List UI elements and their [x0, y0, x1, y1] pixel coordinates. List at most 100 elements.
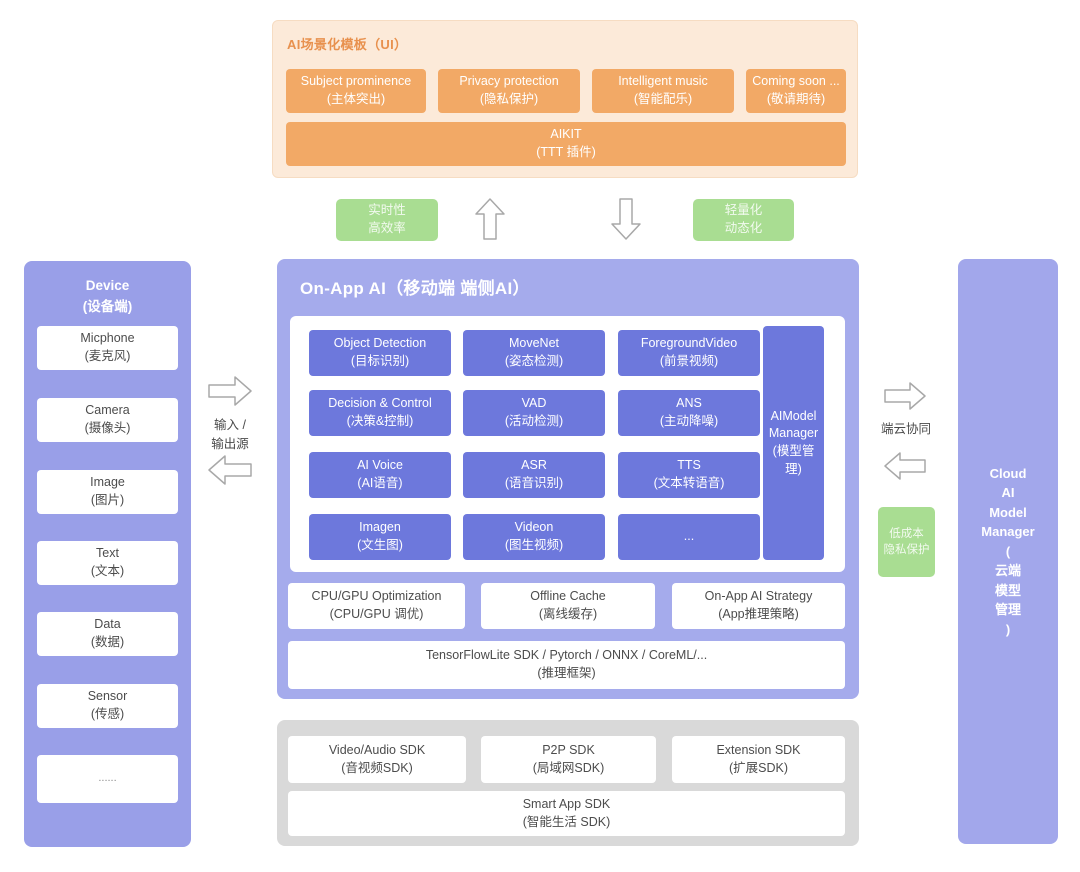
feature-sublabel: (活动检测) — [504, 414, 564, 428]
device-item-sublabel: (文本) — [90, 564, 125, 578]
ai-template-title: AI场景化模板（UI） — [287, 37, 408, 52]
video-audio-sdk: Video/Audio SDK (音视频SDK) — [288, 736, 466, 783]
device-item-sublabel: (麦克风) — [84, 349, 131, 363]
template-coming-soon: Coming soon ... (敬请期待) — [746, 69, 846, 113]
infra-sublabel: (离线缓存) — [538, 607, 598, 621]
device-item-sublabel: (数据) — [90, 635, 125, 649]
device-more: ...... — [37, 755, 178, 803]
feature-label: Videon — [514, 520, 554, 535]
feature-label: ... — [683, 529, 695, 544]
template-sublabel: (主体突出) — [326, 92, 386, 106]
smart-app-sdk: Smart App SDK (智能生活 SDK) — [288, 791, 845, 836]
device-camera: Camera (摄像头) — [37, 398, 178, 442]
feature-object-detection: Object Detection (目标识别) — [309, 330, 451, 376]
onapp-panel-title: On-App AI（移动端 端侧AI） — [300, 279, 530, 298]
feature-tts: TTS (文本转语音) — [618, 452, 760, 498]
arrow-right-icon — [208, 376, 252, 406]
feature-label: MoveNet — [508, 336, 560, 351]
realtime-tag: 实时性 高效率 — [336, 199, 438, 241]
lightweight-tag-label: 轻量化 动态化 — [724, 203, 763, 235]
feature-label: ANS — [676, 396, 702, 411]
feature-sublabel: (姿态检测) — [504, 354, 564, 368]
feature-movenet: MoveNet (姿态检测) — [463, 330, 605, 376]
feature-label: Object Detection — [333, 336, 427, 351]
template-label: Subject prominence — [300, 74, 412, 89]
feature-label: Decision & Control — [328, 396, 432, 411]
infra-sublabel: (App推理策略) — [718, 607, 799, 621]
template-intelligent-music: Intelligent music (智能配乐) — [592, 69, 734, 113]
feature-decision-control: Decision & Control (决策&控制) — [309, 390, 451, 436]
feature-label: TTS — [677, 458, 701, 473]
feature-sublabel: (文本转语音) — [653, 476, 725, 490]
device-item-sublabel: (传感) — [90, 707, 125, 721]
feature-sublabel: (语音识别) — [504, 476, 564, 490]
feature-label: Imagen — [359, 520, 401, 535]
arrow-right-icon — [884, 382, 926, 410]
infra-label: On-App AI Strategy — [704, 589, 813, 604]
device-item-label: Text — [96, 546, 119, 561]
arrow-up-icon — [475, 198, 505, 240]
feature-asr: ASR (语音识别) — [463, 452, 605, 498]
template-label: Privacy protection — [459, 74, 559, 89]
aikit-label: AIKIT — [550, 127, 582, 142]
sdk-panel: Video/Audio SDK (音视频SDK) P2P SDK (局域网SDK… — [277, 720, 859, 846]
arrow-down-icon — [611, 198, 641, 240]
feature-ai-voice: AI Voice (AI语音) — [309, 452, 451, 498]
offline-cache: Offline Cache (离线缓存) — [481, 583, 655, 629]
feature-imagen: Imagen (文生图) — [309, 514, 451, 560]
template-label: Intelligent music — [618, 74, 708, 89]
framework-label: TensorFlowLite SDK / Pytorch / ONNX / Co… — [425, 648, 708, 663]
device-text: Text (文本) — [37, 541, 178, 585]
onapp-features-panel: Object Detection (目标识别) MoveNet (姿态检测) F… — [290, 316, 845, 572]
feature-label: VAD — [521, 396, 547, 411]
device-item-label: Sensor — [87, 689, 128, 704]
framework-sublabel: (推理框架) — [537, 666, 596, 680]
feature-vad: VAD (活动检测) — [463, 390, 605, 436]
inference-framework-bar: TensorFlowLite SDK / Pytorch / ONNX / Co… — [288, 641, 845, 689]
device-image: Image (图片) — [37, 470, 178, 514]
infra-sublabel: (CPU/GPU 调优) — [329, 607, 424, 621]
template-sublabel: (隐私保护) — [479, 92, 539, 106]
sdk-sublabel: (扩展SDK) — [728, 760, 789, 775]
feature-more: ... — [618, 514, 760, 560]
template-subject-prominence: Subject prominence (主体突出) — [286, 69, 426, 113]
sdk-label: Smart App SDK — [522, 796, 611, 811]
sdk-label: Video/Audio SDK — [328, 742, 426, 757]
ai-template-panel: AI场景化模板（UI） Subject prominence (主体突出) Pr… — [272, 20, 858, 178]
feature-label: ForegroundVideo — [640, 336, 738, 351]
cloud-panel-title: Cloud AI Model Manager ( 云端 模型 管理 ) — [981, 465, 1035, 637]
template-privacy-protection: Privacy protection (隐私保护) — [438, 69, 580, 113]
infra-label: Offline Cache — [530, 589, 606, 604]
cloud-sync-label: 端云协同 — [880, 422, 931, 436]
cloud-panel: Cloud AI Model Manager ( 云端 模型 管理 ) — [958, 259, 1058, 844]
feature-sublabel: (AI语音) — [357, 476, 403, 490]
device-item-sublabel: (图片) — [90, 493, 125, 507]
device-panel-title: Device (设备端) — [82, 278, 133, 314]
onapp-ai-strategy: On-App AI Strategy (App推理策略) — [672, 583, 845, 629]
feature-sublabel: (图生视频) — [504, 538, 564, 552]
feature-sublabel: (文生图) — [357, 538, 403, 552]
io-source-label: 输入 / 输出源 — [211, 418, 249, 452]
device-item-label: Camera — [85, 403, 130, 418]
feature-sublabel: (目标识别) — [350, 354, 410, 368]
feature-sublabel: (主动降噪) — [659, 414, 719, 428]
aimodel-manager-label: AIModel Manager (模型管 理) — [768, 408, 819, 476]
feature-ans: ANS (主动降噪) — [618, 390, 760, 436]
cpu-gpu-optimization: CPU/GPU Optimization (CPU/GPU 调优) — [288, 583, 465, 629]
device-item-sublabel: (摄像头) — [84, 421, 131, 435]
infra-label: CPU/GPU Optimization — [311, 589, 442, 604]
feature-label: ASR — [521, 458, 547, 473]
device-micphone: Micphone (麦克风) — [37, 326, 178, 370]
template-sublabel: (智能配乐) — [633, 92, 693, 106]
realtime-tag-label: 实时性 高效率 — [368, 203, 406, 235]
arrow-left-icon — [208, 455, 252, 485]
device-item-label: Image — [90, 475, 125, 490]
feature-videon: Videon (图生视频) — [463, 514, 605, 560]
low-cost-privacy-tag: 低成本 隐私保护 — [878, 507, 935, 577]
device-data: Data (数据) — [37, 612, 178, 656]
aimodel-manager: AIModel Manager (模型管 理) — [763, 326, 824, 560]
template-sublabel: (敬请期待) — [766, 92, 826, 106]
p2p-sdk: P2P SDK (局域网SDK) — [481, 736, 656, 783]
aikit-sublabel: (TTT 插件) — [536, 145, 596, 159]
feature-sublabel: (决策&控制) — [346, 414, 414, 428]
